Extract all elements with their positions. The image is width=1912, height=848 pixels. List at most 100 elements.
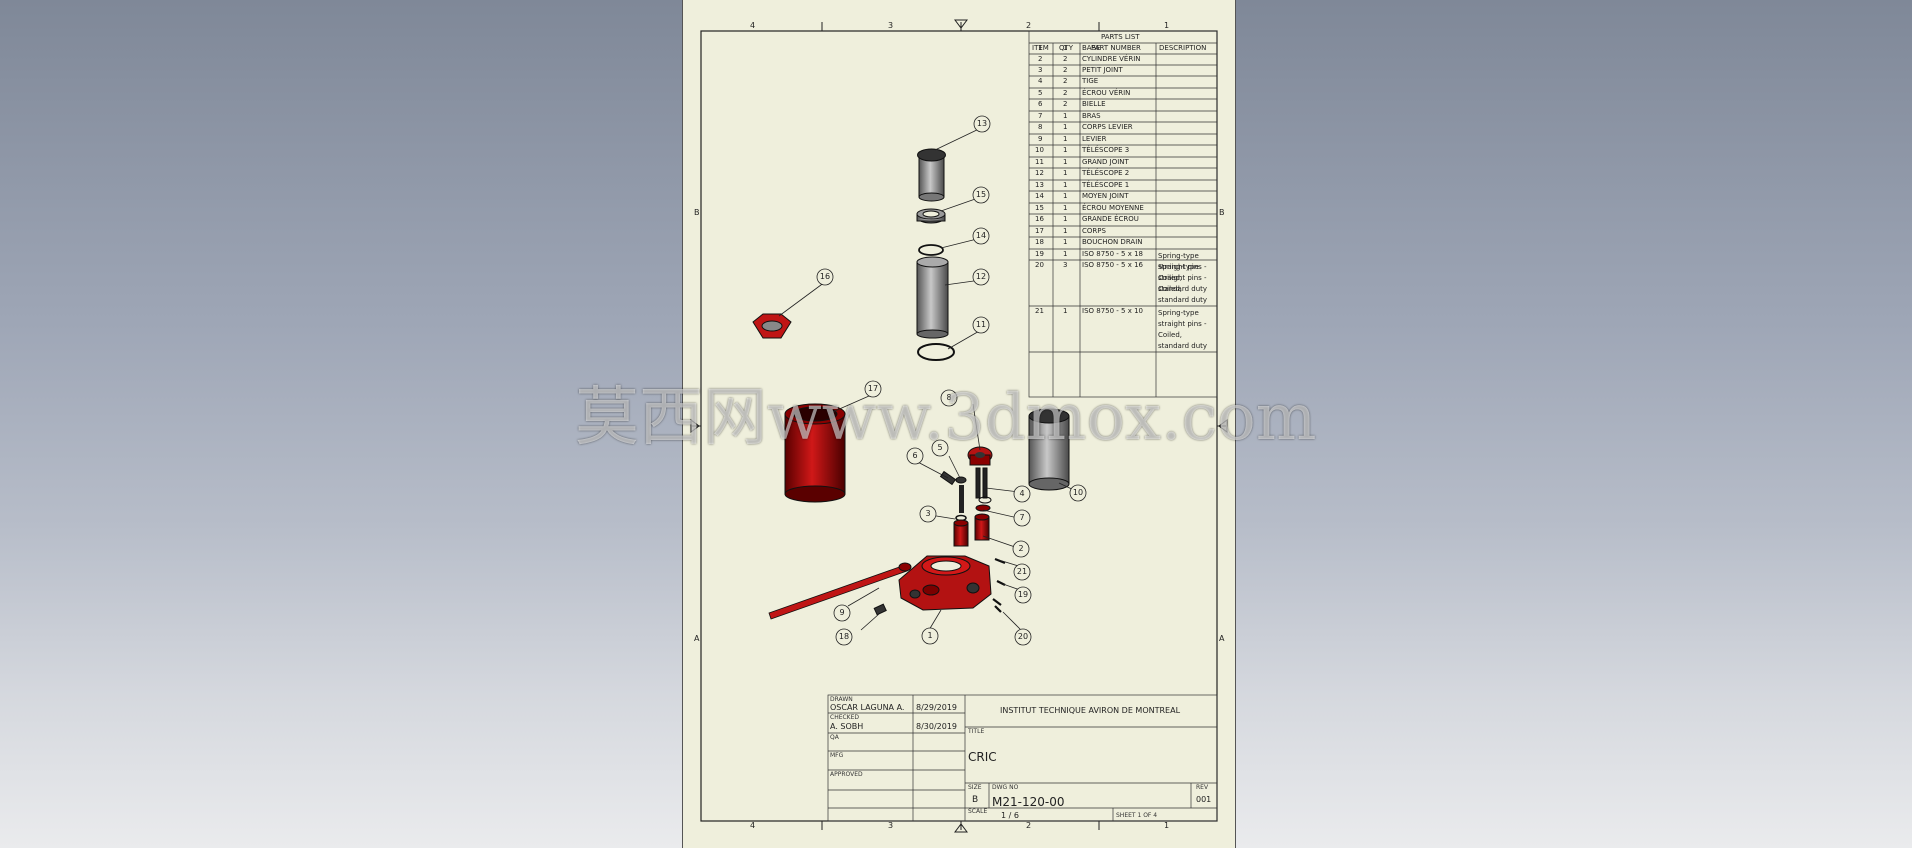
parts-list-part-number: BRAS [1082, 112, 1101, 120]
parts-list-header-part-number: PART NUMBER [1091, 44, 1141, 52]
approved-label: APPROVED [830, 771, 863, 778]
parts-list-part-number: CORPS LEVIER [1082, 123, 1133, 131]
qa-label: QA [830, 734, 839, 741]
balloon-14: 14 [975, 231, 987, 240]
drawn-by: OSCAR LAGUNA A. [830, 703, 905, 712]
parts-list-item: 16 [1035, 215, 1044, 223]
balloon-7: 7 [1019, 513, 1025, 522]
scale-label: SCALE [968, 808, 988, 815]
parts-list-item: 3 [1038, 66, 1043, 74]
balloon-16: 16 [819, 272, 831, 281]
zone-bottom-2: 2 [1026, 821, 1032, 830]
parts-list-qty: 1 [1063, 112, 1068, 120]
zone-bottom-3: 3 [888, 821, 894, 830]
parts-list-header-description: DESCRIPTION [1159, 44, 1207, 52]
parts-list-title: PARTS LIST [1101, 33, 1140, 41]
rev-label: REV [1196, 784, 1209, 791]
checked-by: A. SOBH [830, 722, 864, 731]
drawing-canvas [690, 19, 1228, 833]
part-cylindre-verin [953, 513, 990, 547]
parts-list-part-number: ÉCROU MOYENNE [1082, 204, 1144, 212]
parts-list-item: 7 [1038, 112, 1043, 120]
parts-list-header-qty: QTY [1059, 44, 1074, 52]
zone-left-b: B [694, 208, 700, 217]
scale-value: 1 / 6 [1001, 811, 1019, 820]
sheet-size: B [972, 795, 979, 805]
balloon-5: 5 [937, 443, 943, 452]
checked-label: CHECKED [830, 714, 860, 721]
parts-list-qty: 1 [1063, 146, 1068, 154]
zone-right-a: A [1219, 634, 1225, 643]
parts-list-item: 10 [1035, 146, 1044, 154]
parts-list-item: 13 [1035, 181, 1044, 189]
drawing-title: CRIC [968, 750, 997, 764]
dwg-no: M21-120-00 [992, 795, 1065, 809]
parts-list-qty: 3 [1063, 261, 1068, 269]
parts-list-item: 14 [1035, 192, 1044, 200]
part-ecrou-verin [955, 476, 967, 513]
part-tige [975, 467, 992, 504]
parts-list-qty: 1 [1063, 227, 1068, 235]
parts-list-qty: 1 [1063, 238, 1068, 246]
parts-list-description: Spring-type straight pins - Coiled, stan… [1158, 252, 1208, 293]
drawing-sheet: 4 3 2 1 4 3 2 1 B A B A PARTS LIST ITEM … [682, 0, 1236, 848]
parts-list-part-number: TIGE [1082, 77, 1099, 85]
part-bouchon-drain [873, 603, 887, 616]
parts-list-item: 4 [1038, 77, 1043, 85]
parts-list-item: 9 [1038, 135, 1043, 143]
parts-list-item: 11 [1035, 158, 1044, 166]
parts-list-part-number: ISO 8750 - 5 x 16 [1082, 261, 1143, 269]
parts-list-qty: 2 [1063, 55, 1068, 63]
balloon-10: 10 [1072, 488, 1084, 497]
balloon-11: 11 [975, 320, 987, 329]
parts-list-part-number: ISO 8750 - 5 x 18 [1082, 250, 1143, 258]
parts-list-qty: 2 [1063, 66, 1068, 74]
parts-list-qty: 2 [1063, 89, 1068, 97]
parts-list-item: 18 [1035, 238, 1044, 246]
rev-number: 001 [1196, 795, 1212, 804]
parts-list-qty: 1 [1063, 204, 1068, 212]
watermark: 莫西网www.3dmox.com [575, 381, 1317, 455]
parts-list-qty: 1 [1063, 215, 1068, 223]
balloon-13: 13 [976, 119, 988, 128]
parts-list-part-number: BIELLE [1082, 100, 1106, 108]
zone-top-2: 2 [1026, 21, 1032, 30]
zone-left-a: A [694, 634, 700, 643]
parts-list-part-number: ÉCROU VÉRIN [1082, 89, 1131, 97]
drawn-date: 8/29/2019 [916, 703, 958, 712]
balloon-9: 9 [839, 608, 845, 617]
balloon-6: 6 [912, 451, 918, 460]
part-telescope-1 [917, 148, 946, 202]
parts-list-part-number: BASE [1082, 44, 1101, 52]
parts-list-item: 1 [1038, 44, 1043, 52]
parts-list-qty: 1 [1063, 123, 1068, 131]
part-pins [992, 557, 1006, 613]
parts-list-item: 17 [1035, 227, 1044, 235]
parts-list-part-number: PETIT JOINT [1082, 66, 1123, 74]
center-mark-top [954, 19, 968, 29]
balloon-17: 17 [867, 384, 879, 393]
zone-bottom-4: 4 [750, 821, 756, 830]
parts-list-part-number: MOYEN JOINT [1082, 192, 1129, 200]
balloon-20: 20 [1017, 632, 1029, 641]
parts-list-item: 20 [1035, 261, 1044, 269]
balloon-15: 15 [975, 190, 987, 199]
parts-list-item: 12 [1035, 169, 1044, 177]
part-corps [784, 403, 846, 503]
center-mark-left [690, 419, 700, 433]
part-moyen-joint [918, 244, 944, 256]
part-levier [768, 562, 912, 620]
balloon-circles [816, 115, 1087, 646]
size-label: SIZE [968, 784, 982, 791]
balloon-8: 8 [946, 393, 952, 402]
zone-top-4: 4 [750, 21, 756, 30]
sheet-number: SHEET 1 OF 4 [1116, 812, 1158, 819]
balloon-4: 4 [1019, 489, 1025, 498]
part-corps-levier [967, 446, 993, 466]
center-mark-right [1218, 419, 1228, 433]
parts-list-item: 8 [1038, 123, 1043, 131]
parts-list-qty: 1 [1063, 158, 1068, 166]
parts-list-part-number: BOUCHON DRAIN [1082, 238, 1143, 246]
parts-list-part-number: TÉLÉSCOPE 3 [1082, 146, 1130, 154]
parts-list-item: 19 [1035, 250, 1044, 258]
